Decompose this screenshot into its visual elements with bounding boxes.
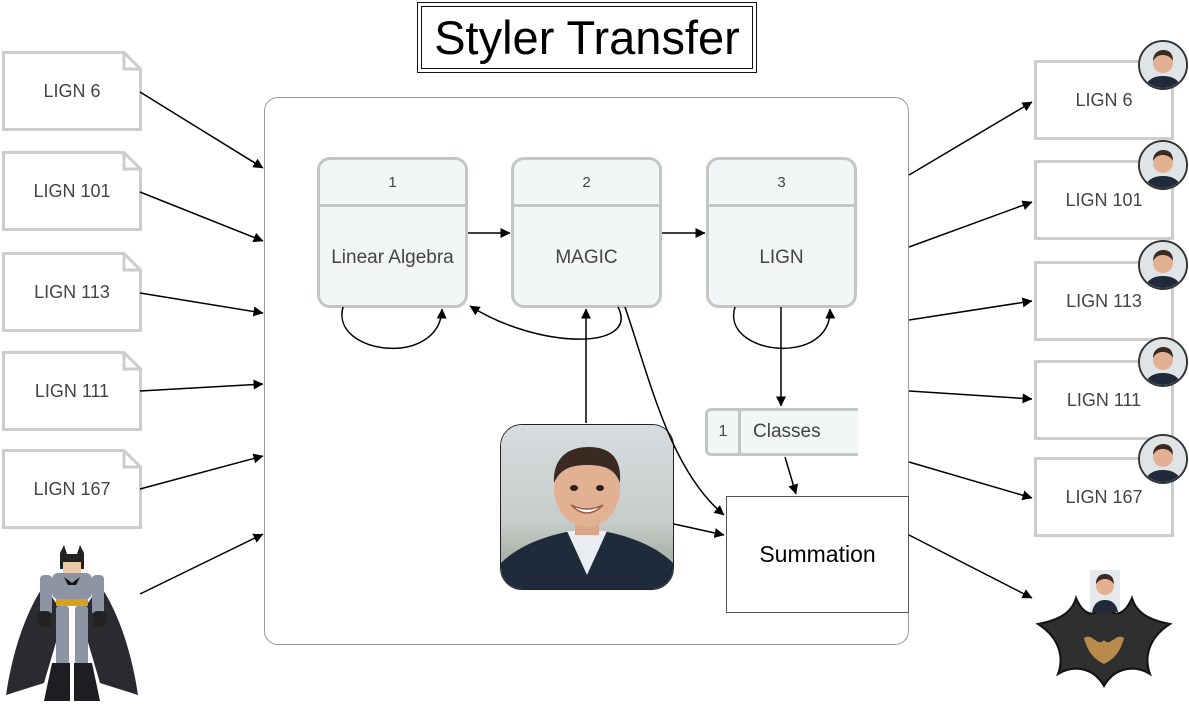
- output-doc-label: LIGN 101: [1065, 189, 1143, 210]
- classes-box: 1 Classes: [705, 408, 858, 456]
- input-doc-lign-6: LIGN 6: [2, 51, 142, 131]
- person-avatar-icon: [1140, 339, 1186, 385]
- loop-arrow: [341, 306, 447, 350]
- person-avatar-icon: [1140, 242, 1186, 288]
- step-number: 2: [514, 160, 659, 207]
- loop-arrow: [732, 306, 836, 350]
- title-box: Styler Transfer: [417, 2, 757, 73]
- person-avatar-icon: [1140, 142, 1186, 188]
- step-label: Linear Algebra: [331, 246, 454, 268]
- output-doc-label: LIGN 111: [1066, 389, 1142, 410]
- diagram-title: Styler Transfer: [421, 6, 753, 69]
- step-magic: 2 MAGIC: [511, 157, 662, 308]
- input-arrow: [139, 379, 264, 392]
- batman-figure-icon: [6, 545, 138, 701]
- input-arrow: [139, 292, 264, 317]
- instructor-photo: [500, 424, 674, 590]
- input-arrow: [139, 533, 264, 595]
- batman-logo-icon: [1035, 570, 1173, 689]
- step-label: MAGIC: [555, 246, 618, 268]
- step-lign: 3 LIGN: [706, 157, 857, 308]
- feedback-arrow: [469, 305, 622, 340]
- avatar-badge: [1138, 140, 1188, 190]
- output-arrow: [908, 461, 1033, 501]
- output-arrow: [908, 390, 1033, 404]
- output-arrow: [908, 101, 1033, 176]
- step-number: 1: [320, 160, 465, 207]
- step-linear-algebra: 1 Linear Algebra: [317, 157, 468, 308]
- avatar-badge: [1138, 434, 1188, 484]
- summation-arrow: [624, 306, 725, 516]
- classes-number: 1: [708, 411, 741, 453]
- output-doc-label: LIGN 6: [1075, 89, 1133, 110]
- document-shape: [2, 252, 142, 332]
- avatar-badge: [1138, 40, 1188, 90]
- output-arrow: [908, 200, 1033, 248]
- input-doc-lign-101: LIGN 101: [2, 151, 142, 231]
- input-arrow: [139, 91, 264, 169]
- document-shape: [2, 351, 142, 431]
- person-portrait-icon: [501, 425, 673, 589]
- document-shape: [2, 51, 142, 131]
- step-number: 3: [709, 160, 854, 207]
- summation-box: Summation: [726, 496, 909, 613]
- document-shape: [2, 151, 142, 231]
- output-arrow: [908, 297, 1033, 321]
- summation-arrow: [784, 456, 799, 495]
- input-doc-label: LIGN 111: [34, 380, 110, 401]
- input-doc-label: LIGN 101: [33, 180, 111, 201]
- input-doc-label: LIGN 113: [34, 281, 110, 302]
- output-arrow: [908, 534, 1033, 599]
- classes-label: Classes: [753, 421, 821, 442]
- input-doc-lign-167: LIGN 167: [2, 449, 142, 529]
- avatar-badge: [1138, 240, 1188, 290]
- input-arrow: [139, 453, 264, 490]
- input-doc-label: LIGN 167: [33, 478, 111, 499]
- summation-arrow: [673, 523, 725, 538]
- input-doc-lign-113: LIGN 113: [2, 252, 142, 332]
- avatar-badge: [1138, 337, 1188, 387]
- step-label: LIGN: [759, 246, 804, 268]
- output-doc-label: LIGN 167: [1065, 486, 1143, 507]
- input-doc-label: LIGN 6: [43, 80, 101, 101]
- input-doc-lign-111: LIGN 111: [2, 351, 142, 431]
- person-avatar-icon: [1140, 436, 1186, 482]
- output-doc-label: LIGN 113: [1066, 290, 1142, 311]
- person-avatar-icon: [1140, 42, 1186, 88]
- document-shape: [2, 449, 142, 529]
- input-arrow: [139, 191, 264, 243]
